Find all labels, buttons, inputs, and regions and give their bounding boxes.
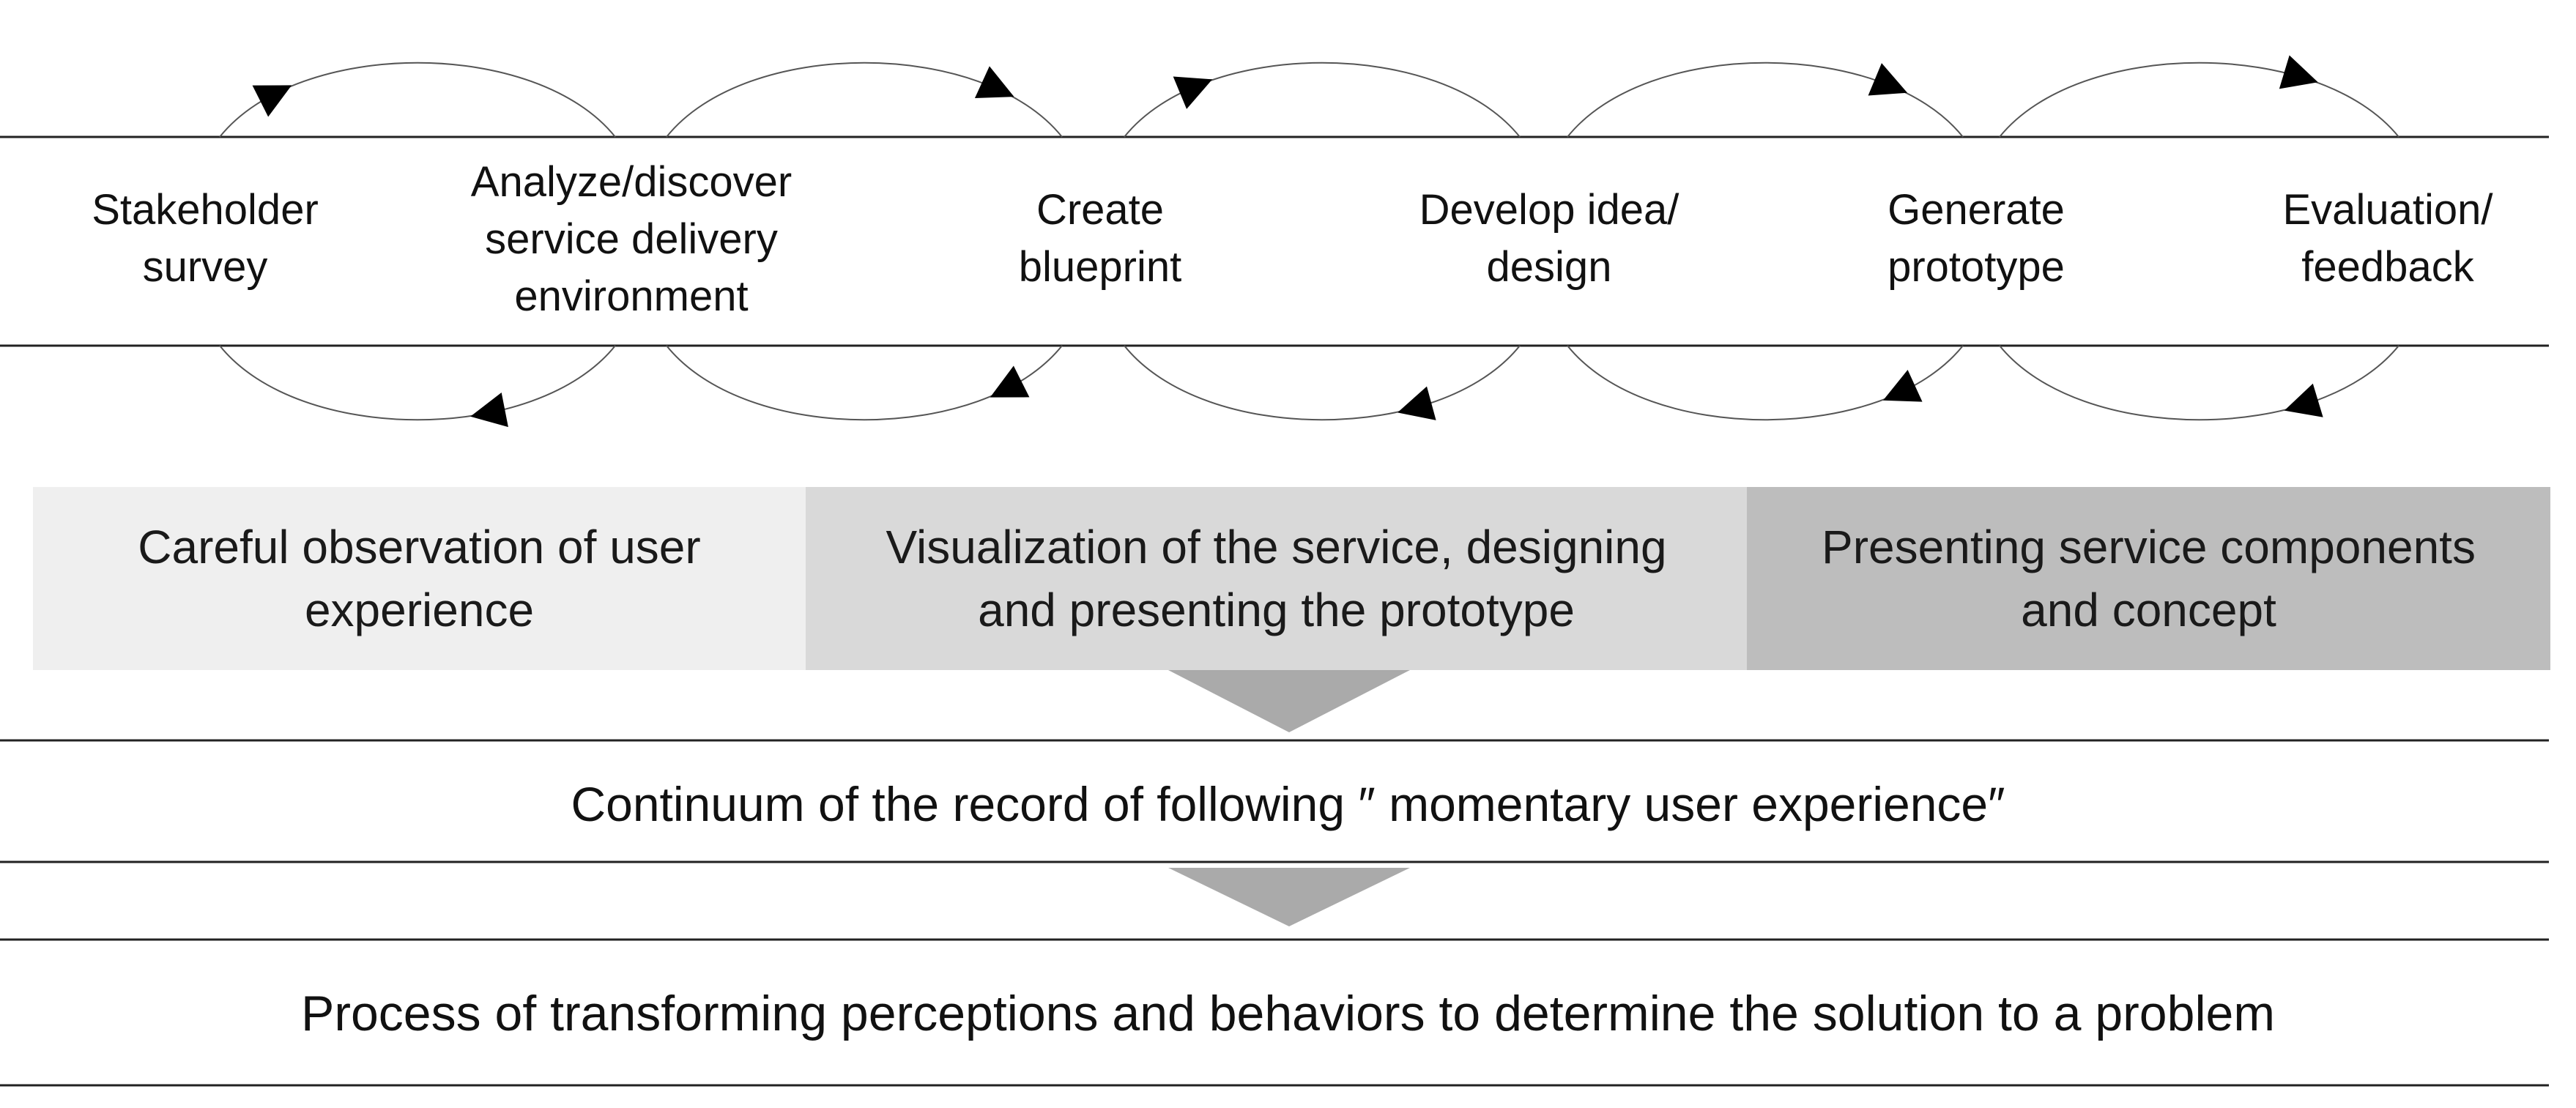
loop-bottom-arc-3 [1124,345,1521,421]
loop-top-arrow-1 [252,85,292,117]
loop-bottom-arc-4 [1567,345,1964,421]
loop-bottom-arc-5 [1999,345,2399,421]
loop-top-arrow-5 [2279,55,2318,89]
loop-top-arc-5 [1999,62,2399,138]
stage-loops [219,55,2399,428]
loop-bottom-arrow-3 [1397,386,1436,420]
loop-bottom-arrow-1 [470,392,508,428]
phase-visualization-text: Visualization of the service, designing … [886,521,1667,636]
phase-presenting: Presenting service components and concep… [1747,487,2550,670]
stage-label-evaluation-feedback: Evaluation/ feedback [2282,186,2493,291]
loop-top-arc-2 [666,62,1063,138]
loop-bottom-arrow-5 [2284,383,2323,417]
loop-top-arc-3 [1124,62,1521,138]
loop-top-arrow-3 [1173,76,1213,109]
loop-bottom-arrow-4 [1882,369,1923,402]
phase-observation-text: Careful observation of user experience [138,521,701,636]
phase-visualization: Visualization of the service, designing … [806,487,1747,670]
process-text: Process of transforming perceptions and … [300,986,2276,1041]
stage-label-analyze-discover: Analyze/discover service delivery enviro… [470,158,793,320]
phase-observation: Careful observation of user experience [33,487,806,670]
stage-label-create-blueprint: Create blueprint [1018,186,1182,291]
stage-label-generate-prototype: Generate prototype [1888,186,2065,291]
down-arrow-1 [1168,670,1410,732]
stage-label-develop-idea: Develop idea/ design [1419,186,1679,291]
loop-top-arc-4 [1567,62,1964,138]
stage-label-stakeholder-survey: Stakeholder survey [92,186,319,291]
phase-presenting-text: Presenting service components and concep… [1822,521,2476,636]
loop-top-arrow-4 [1868,63,1908,96]
loop-bottom-arc-1 [219,345,616,421]
continuum-text: Continuum of the record of following ″ m… [571,777,2005,831]
down-arrow-2 [1168,868,1410,926]
loop-top-arrow-2 [974,66,1014,99]
loop-bottom-arrow-2 [990,365,1030,398]
